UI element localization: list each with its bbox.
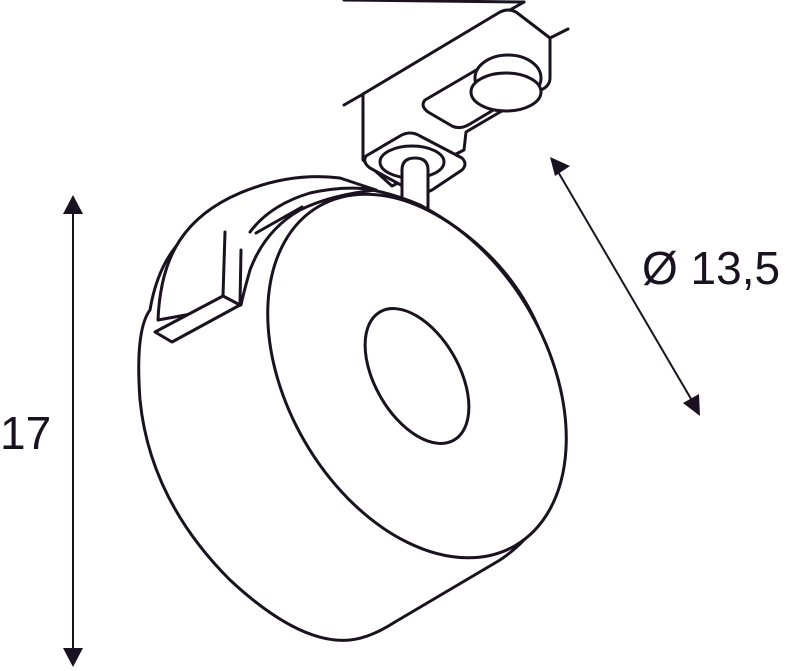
lamp-head (137, 175, 568, 642)
diameter-dimension (550, 157, 700, 416)
lamp-lens-opening (363, 307, 471, 445)
adapter-knob (469, 71, 543, 113)
height-dimension (63, 195, 83, 667)
track-adapter (342, 0, 570, 220)
arrow-down-icon (63, 648, 83, 667)
arrow-down-right-icon (683, 394, 700, 416)
height-dimension-label: 17 (0, 407, 52, 459)
arrow-up-left-icon (550, 157, 570, 176)
diameter-dimension-label: Ø 13,5 (642, 242, 781, 294)
arrow-up-icon (63, 195, 83, 214)
track-rail-edge (342, 0, 526, 4)
lamp-bracket (156, 175, 378, 322)
diameter-dimension-line (556, 169, 695, 405)
